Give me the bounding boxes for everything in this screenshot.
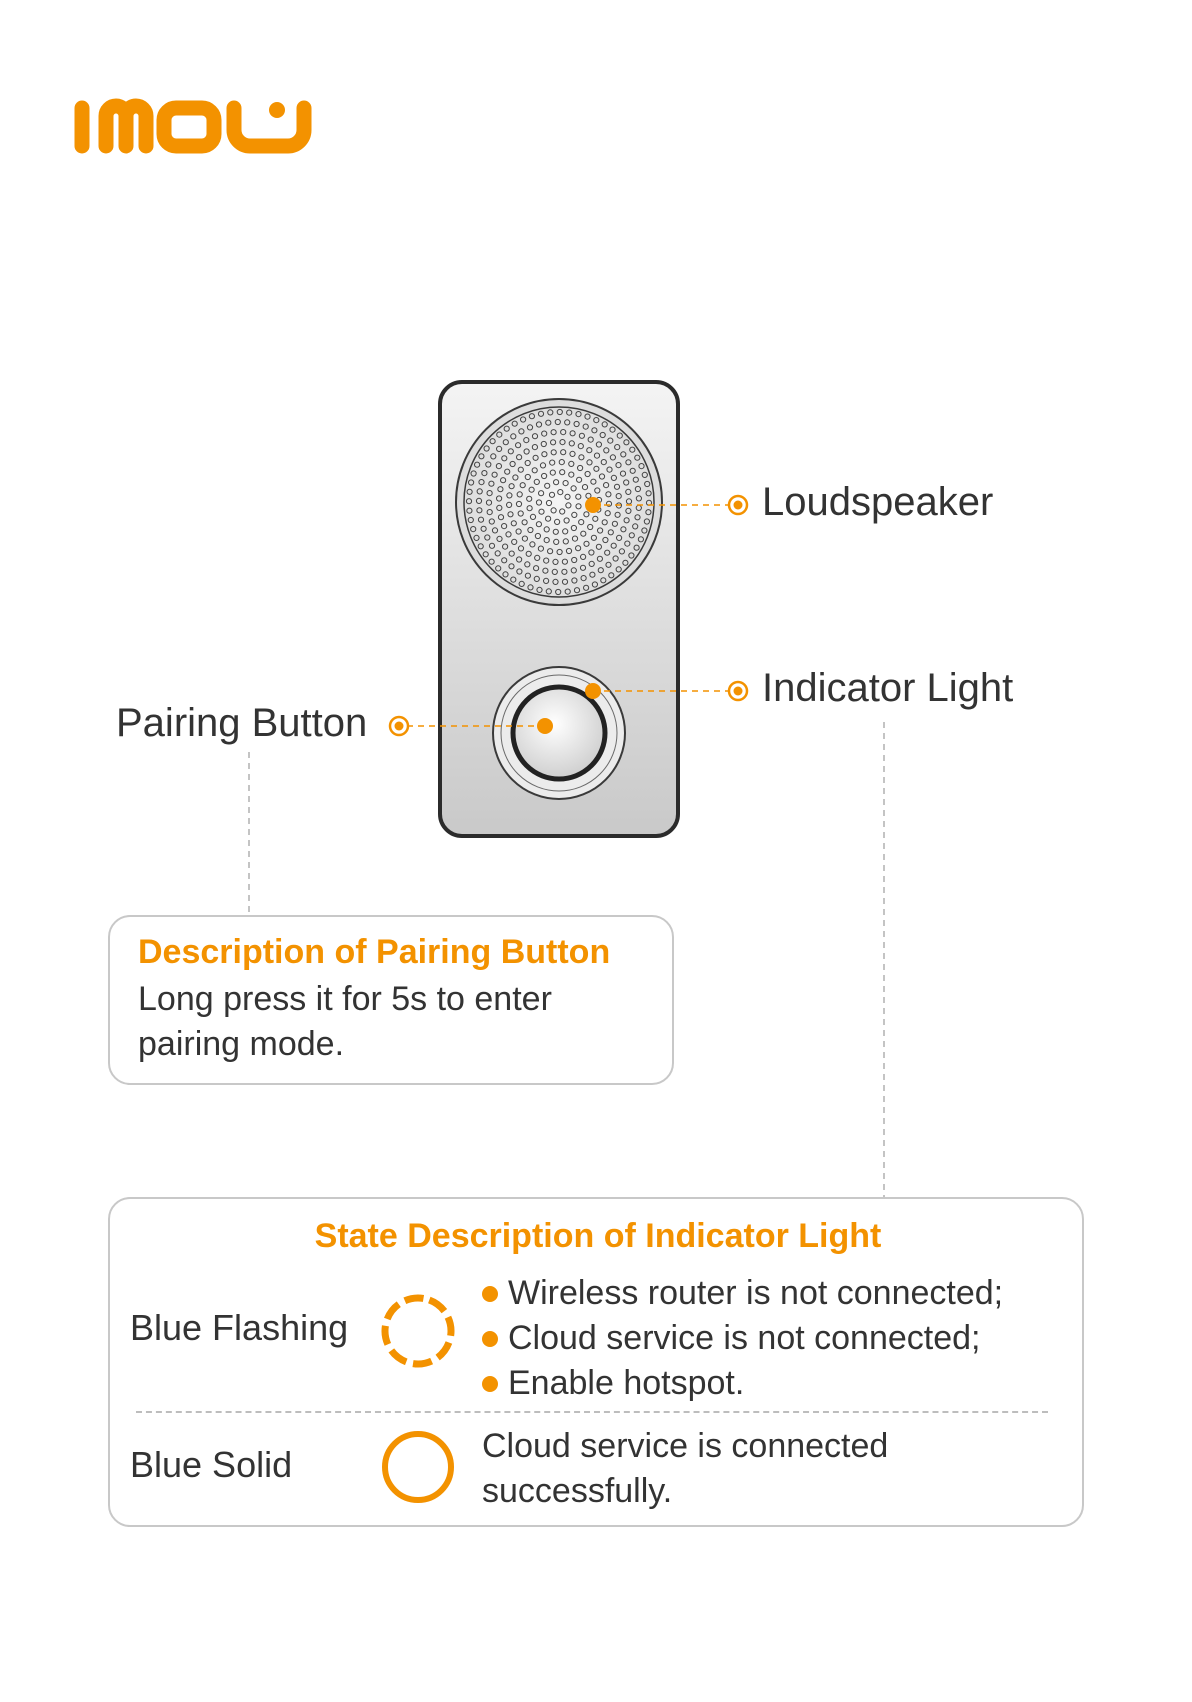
indicator-state-box: State Description of Indicator Light Blu… [108,1197,1084,1527]
list-item: Enable hotspot. [482,1361,1003,1406]
indicator-light-marker-icon [727,680,749,702]
pairing-description-box: Description of Pairing Button Long press… [108,915,674,1085]
imou-logo [74,98,312,154]
state-name-blue-flashing: Blue Flashing [130,1307,349,1348]
indicator-light-dot [585,683,601,699]
list-item: Cloud service is not connected; [482,1316,1003,1361]
leader-lines [402,504,734,727]
blue-flashing-description-list: Wireless router is not connected; Cloud … [482,1271,1003,1406]
blue-solid-description: Cloud service is connected successfully. [482,1427,889,1510]
list-item: Wireless router is not connected; [482,1271,1003,1316]
pairing-description-title: Description of Pairing Button [138,933,611,971]
pairing-button-label: Pairing Button [116,701,368,745]
solid-ring-icon [382,1431,454,1503]
pairing-description-text: Long press it for 5s to enter pairing mo… [138,980,552,1063]
loudspeaker-dot [585,497,601,513]
loudspeaker-label: Loudspeaker [762,480,994,524]
loudspeaker-marker-icon [727,494,749,516]
state-divider [136,1411,1048,1413]
state-name-blue-solid: Blue Solid [130,1444,293,1485]
connector-lines [248,722,885,1197]
pairing-button-graphic [492,666,626,800]
indicator-state-title: State Description of Indicator Light [314,1217,882,1255]
loudspeaker-grille [455,398,663,606]
indicator-light-label: Indicator Light [762,666,1014,710]
pairing-button-dot [537,718,553,734]
dashed-ring-icon [381,1294,455,1368]
pairing-button-marker-icon [388,715,410,737]
